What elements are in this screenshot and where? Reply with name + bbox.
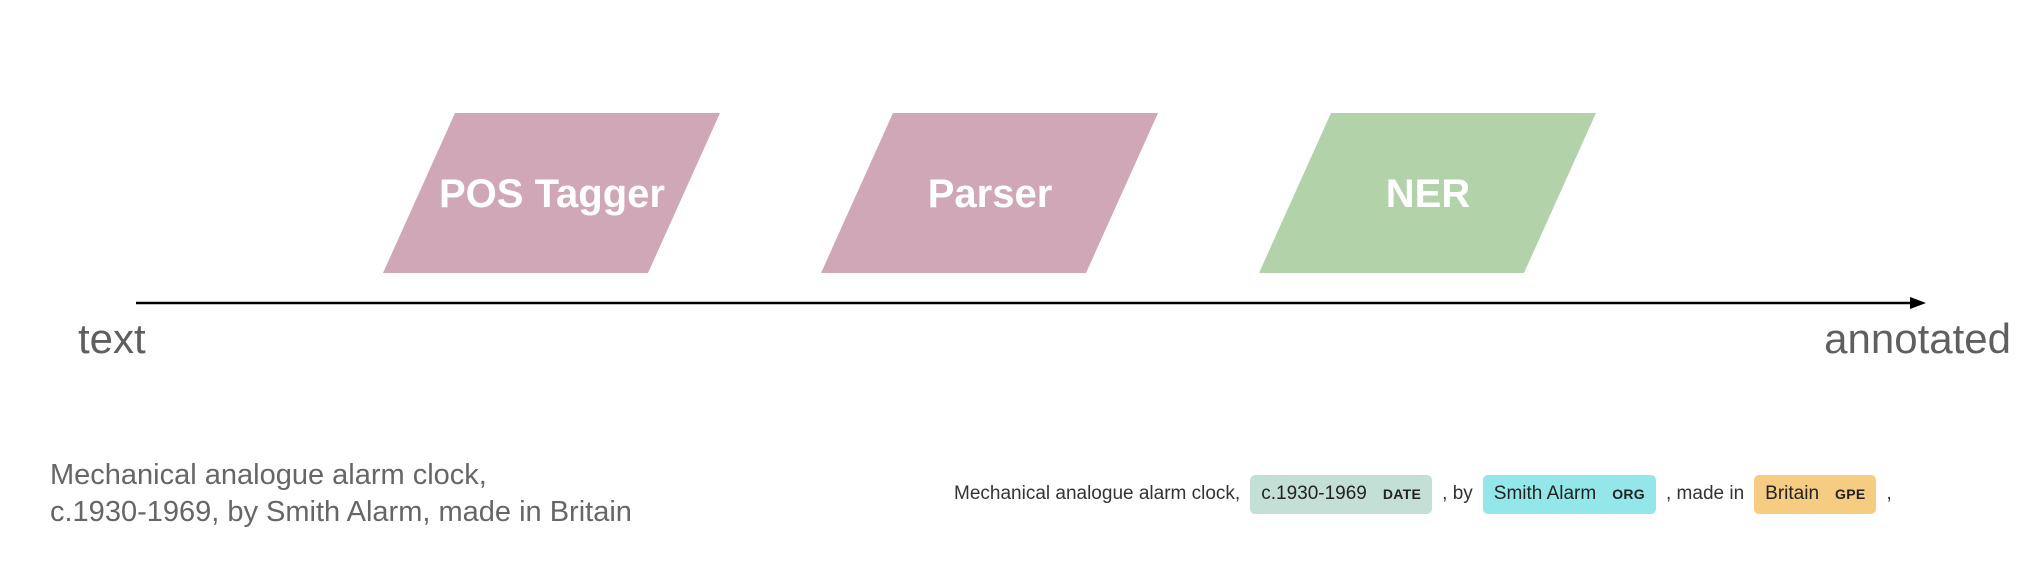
ner-box bbox=[1259, 113, 1596, 273]
entity-date-text: c.1930-1969 bbox=[1261, 483, 1367, 504]
output-text-1: Mechanical analogue alarm clock, bbox=[954, 483, 1241, 504]
entity-gpe: Britain GPE bbox=[1754, 474, 1877, 514]
entity-date-label: DATE bbox=[1382, 486, 1422, 502]
output-text-2: , by bbox=[1442, 483, 1473, 504]
entity-org: Smith Alarm ORG bbox=[1482, 474, 1656, 514]
input-line-1: Mechanical analogue alarm clock, bbox=[50, 459, 487, 491]
parser-box bbox=[821, 113, 1158, 273]
pipeline-arrow-head bbox=[1910, 297, 1926, 309]
output-text-3: , made in bbox=[1666, 483, 1745, 504]
pos-tagger-box bbox=[383, 113, 720, 273]
annotated-output: Mechanical analogue alarm clock, c.1930-… bbox=[950, 474, 1896, 514]
input-line-2: c.1930-1969, by Smith Alarm, made in Bri… bbox=[50, 496, 632, 528]
entity-org-text: Smith Alarm bbox=[1493, 483, 1597, 504]
pos-tagger-label: POS Tagger bbox=[439, 172, 665, 216]
entity-org-label: ORG bbox=[1612, 486, 1645, 502]
input-text: Mechanical analogue alarm clock, c.1930-… bbox=[50, 457, 632, 531]
entity-gpe-label: GPE bbox=[1835, 486, 1866, 502]
output-text-4: , bbox=[1886, 483, 1892, 504]
parser-label: Parser bbox=[928, 172, 1053, 216]
ner-label: NER bbox=[1386, 172, 1471, 216]
start-label: text bbox=[78, 315, 146, 362]
end-label: annotated bbox=[1824, 315, 2011, 362]
entity-date: c.1930-1969 DATE bbox=[1250, 474, 1433, 514]
entity-gpe-text: Britain bbox=[1765, 483, 1820, 504]
